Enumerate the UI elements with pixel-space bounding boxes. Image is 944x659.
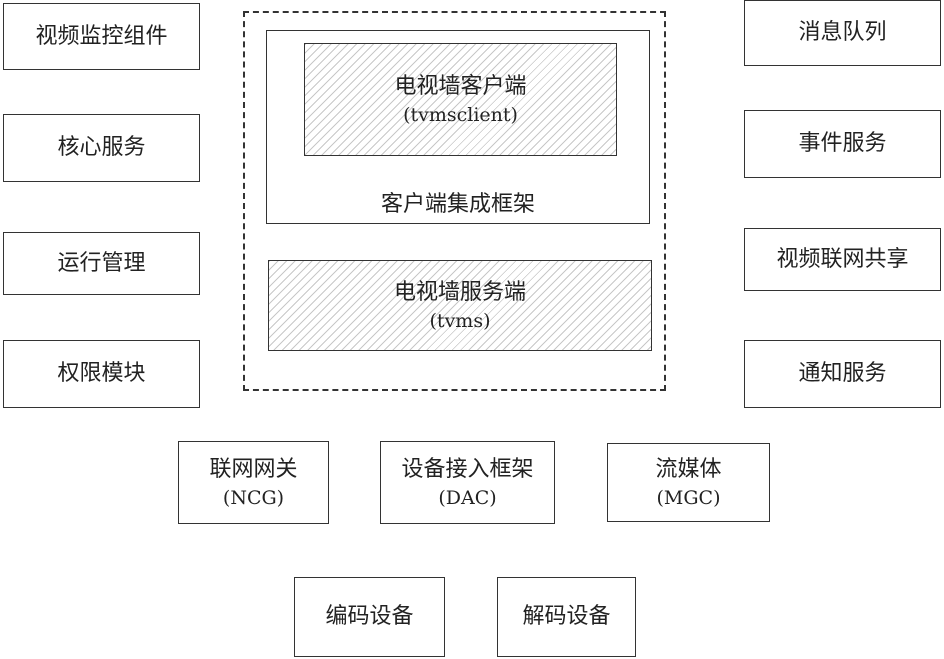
module-label: 运行管理 xyxy=(57,250,146,276)
module-label: 消息队列 xyxy=(798,20,887,45)
tvms-server: 电视墙服务端 (tvms) xyxy=(268,260,652,351)
module-label: 事件服务 xyxy=(798,131,887,156)
module-label: 流媒体 xyxy=(655,456,722,482)
tvms-system-boundary xyxy=(243,11,666,391)
module-label: 解码设备 xyxy=(522,604,611,629)
module-label: 视频监控组件 xyxy=(35,23,168,49)
device-access-framework: 设备接入框架 (DAC) xyxy=(380,441,555,524)
tvms-server-sublabel: (tvms) xyxy=(429,309,491,332)
module-permission: 权限模块 xyxy=(3,340,200,408)
module-label: 权限模块 xyxy=(57,361,146,386)
module-sublabel: (NCG) xyxy=(222,486,285,509)
module-video-network-sharing: 视频联网共享 xyxy=(744,228,941,291)
module-label: 通知服务 xyxy=(798,361,887,386)
tvms-client-sublabel: (tvmsclient) xyxy=(403,103,518,126)
framework-label: 客户端集成框架 xyxy=(380,192,535,217)
module-label: 联网网关 xyxy=(209,456,298,482)
module-sublabel: (MGC) xyxy=(656,486,721,509)
module-label: 设备接入框架 xyxy=(401,456,534,482)
network-gateway: 联网网关 (NCG) xyxy=(178,441,329,524)
module-core-service: 核心服务 xyxy=(3,114,200,182)
module-label: 视频联网共享 xyxy=(776,246,909,272)
module-message-queue: 消息队列 xyxy=(744,0,941,66)
tvms-client-label: 电视墙客户端 xyxy=(394,73,527,99)
streaming-media: 流媒体 (MGC) xyxy=(607,443,770,522)
module-event-service: 事件服务 xyxy=(744,110,941,178)
tvms-client: 电视墙客户端 (tvmsclient) xyxy=(304,43,617,156)
module-notification-service: 通知服务 xyxy=(744,340,941,408)
tvms-server-label: 电视墙服务端 xyxy=(393,279,526,305)
module-operation-management: 运行管理 xyxy=(3,232,200,295)
module-label: 核心服务 xyxy=(57,135,146,160)
module-video-surveillance: 视频监控组件 xyxy=(3,3,200,70)
module-sublabel: (DAC) xyxy=(438,486,497,509)
module-label: 编码设备 xyxy=(325,604,414,629)
encoding-device: 编码设备 xyxy=(294,577,445,657)
decoding-device: 解码设备 xyxy=(497,577,636,657)
